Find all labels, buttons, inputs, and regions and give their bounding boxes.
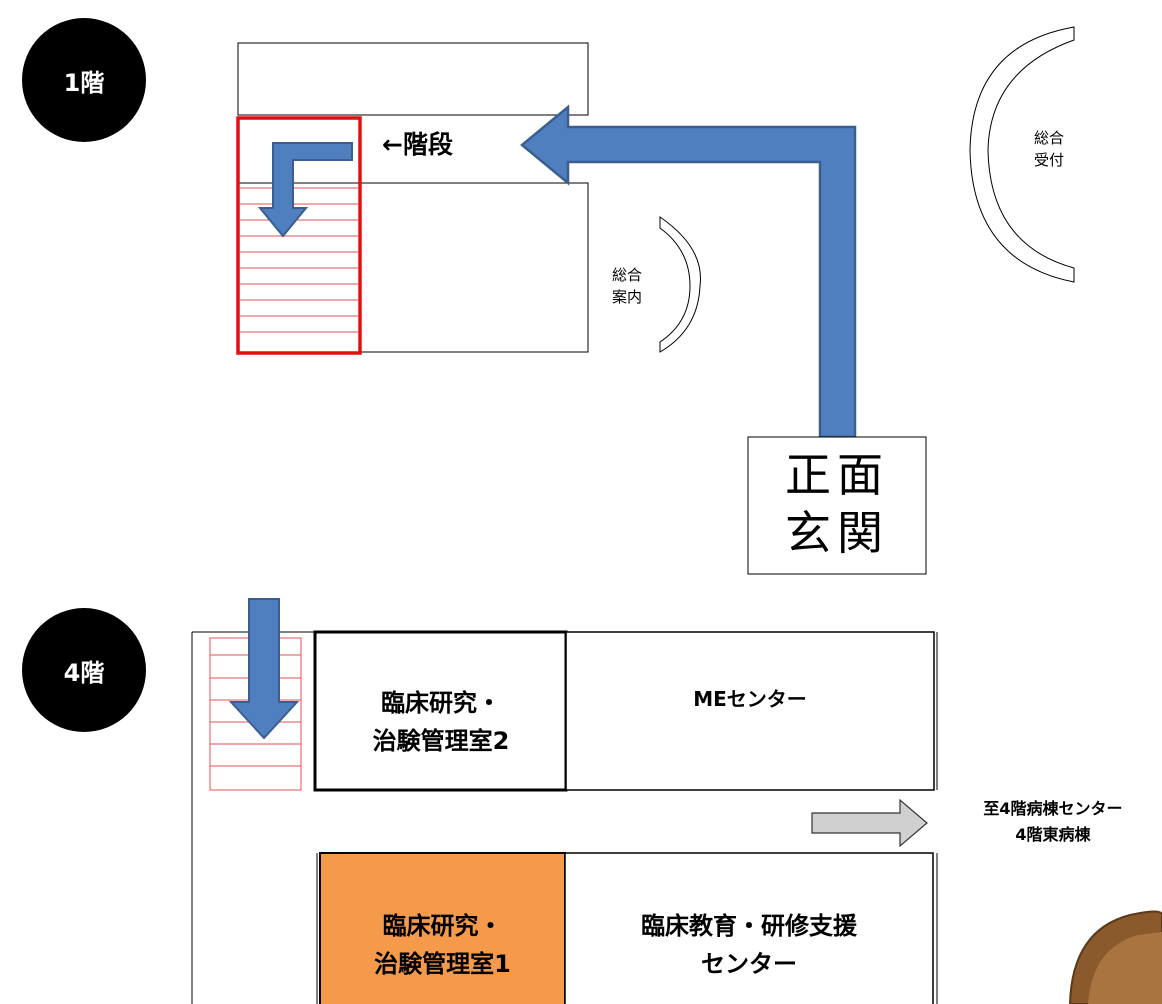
room-me-box <box>565 631 935 791</box>
entrance-label: 正面 玄関 <box>785 448 889 560</box>
floor4-badge: 4階 <box>22 608 146 732</box>
floor4-badge-label: 4階 <box>63 658 105 687</box>
stairs-highlight-box <box>236 116 362 355</box>
entrance-box <box>747 436 927 575</box>
room-trial2-label: 臨床研究・ 治験管理室2 <box>372 689 510 755</box>
info-desk-counter <box>659 216 701 353</box>
floor1-badge-label: 1階 <box>63 68 105 97</box>
upper-corridor-block <box>237 42 589 116</box>
stairs-label: ←階段 <box>382 130 453 159</box>
direction-label: 至4階病棟センター 4階東病棟 <box>983 799 1123 844</box>
floor1-badge: 1階 <box>22 18 146 142</box>
stairs-down-arrow <box>257 142 353 238</box>
mascot-figure-highlight <box>1088 932 1162 1004</box>
route-arrow-from-entrance <box>520 104 857 439</box>
room-education-box <box>564 852 934 1004</box>
floor4-down-arrow <box>228 598 300 740</box>
reception-label: 総合 受付 <box>1033 129 1064 169</box>
room-trial1-label: 臨床研究・ 治験管理室1 <box>374 912 511 978</box>
stair-treads-floor1 <box>240 187 358 333</box>
direction-arrow <box>811 798 928 848</box>
room-me-label: MEセンター <box>693 687 807 711</box>
room-trial1-box <box>319 852 566 1004</box>
room-trial2-box <box>313 630 568 792</box>
reception-counter <box>969 26 1075 283</box>
info-desk-label: 総合 案内 <box>611 266 642 306</box>
room-education-label: 臨床教育・研修支援 センター <box>641 912 857 978</box>
